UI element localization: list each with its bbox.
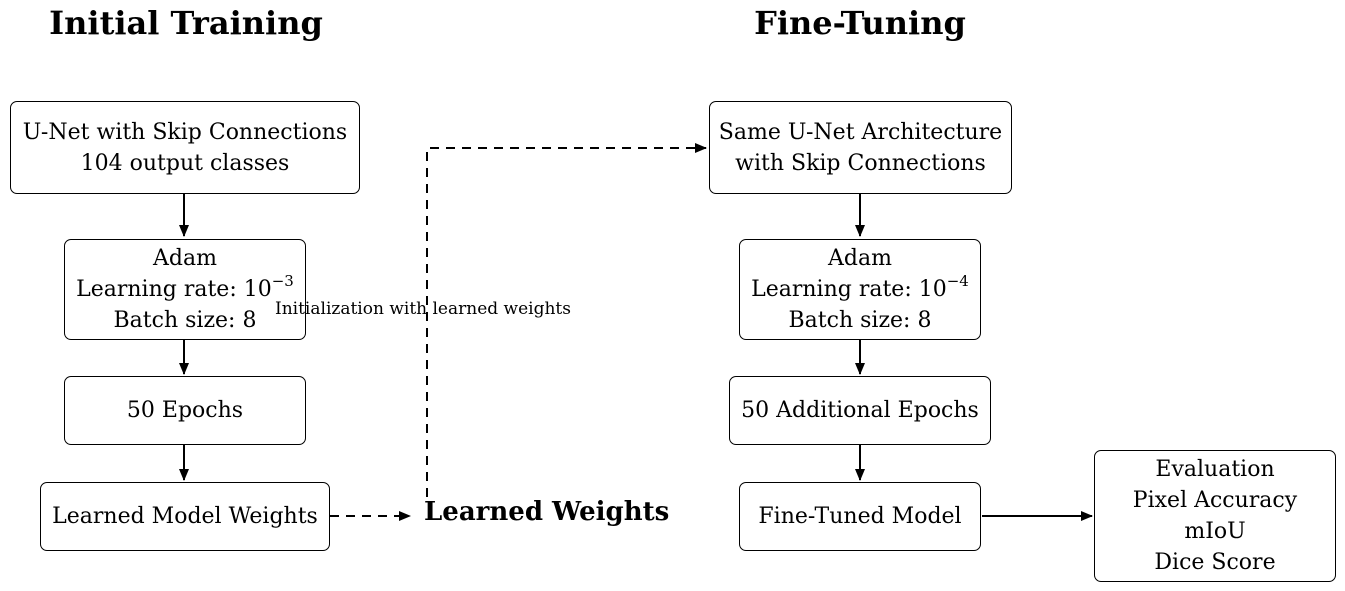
- ft-unet-box: Same U-Net Architecture with Skip Connec…: [709, 101, 1012, 194]
- initial-training-heading: Initial Training: [49, 4, 323, 42]
- fine-tuning-heading: Fine-Tuning: [754, 4, 966, 42]
- metric-miou: mIoU: [1184, 519, 1246, 544]
- epochs-label: 50 Epochs: [126, 398, 244, 423]
- unet-box: U-Net with Skip Connections 104 output c…: [10, 101, 360, 194]
- learned-model-weights-box: Learned Model Weights: [40, 482, 330, 551]
- arrow-learned-weights-to-finetune: [426, 143, 707, 497]
- evaluation-title: Evaluation: [1155, 457, 1275, 482]
- unet-line2: 104 output classes: [80, 150, 290, 176]
- initialization-edge-label: Initialization with learned weights: [275, 299, 571, 319]
- ft-learning-rate-exponent: −4: [946, 271, 969, 290]
- epochs-box: 50 Epochs: [64, 376, 306, 445]
- ft-epochs-box: 50 Additional Epochs: [729, 376, 991, 445]
- fine-tuned-model-label: Fine-Tuned Model: [758, 504, 962, 529]
- evaluation-box: Evaluation Pixel Accuracy mIoU Dice Scor…: [1094, 450, 1336, 582]
- metric-pixel-accuracy: Pixel Accuracy: [1132, 488, 1298, 513]
- adam-title: Adam: [153, 246, 217, 271]
- learning-rate: Learning rate: 10−3: [76, 271, 294, 305]
- ft-epochs-label: 50 Additional Epochs: [741, 398, 979, 423]
- ft-unet-line1: Same U-Net Architecture: [718, 119, 1003, 145]
- ft-adam-optimizer-box: Adam Learning rate: 10−4 Batch size: 8: [739, 239, 981, 340]
- learned-weights-node: Learned Weights: [424, 497, 670, 527]
- ft-unet-line2: with Skip Connections: [735, 150, 986, 176]
- ft-adam-title: Adam: [828, 246, 892, 271]
- adam-optimizer-box: Adam Learning rate: 10−3 Batch size: 8: [64, 239, 306, 340]
- learning-rate-exponent: −3: [271, 271, 294, 290]
- metric-dice-score: Dice Score: [1154, 550, 1276, 575]
- ft-learning-rate-text: Learning rate: 10: [751, 277, 947, 302]
- batch-size: Batch size: 8: [113, 308, 257, 333]
- learned-model-weights-label: Learned Model Weights: [52, 504, 318, 529]
- ft-batch-size: Batch size: 8: [788, 308, 932, 333]
- unet-line1: U-Net with Skip Connections: [22, 119, 348, 145]
- ft-learning-rate: Learning rate: 10−4: [751, 271, 969, 305]
- learning-rate-text: Learning rate: 10: [76, 277, 272, 302]
- fine-tuned-model-box: Fine-Tuned Model: [739, 482, 981, 551]
